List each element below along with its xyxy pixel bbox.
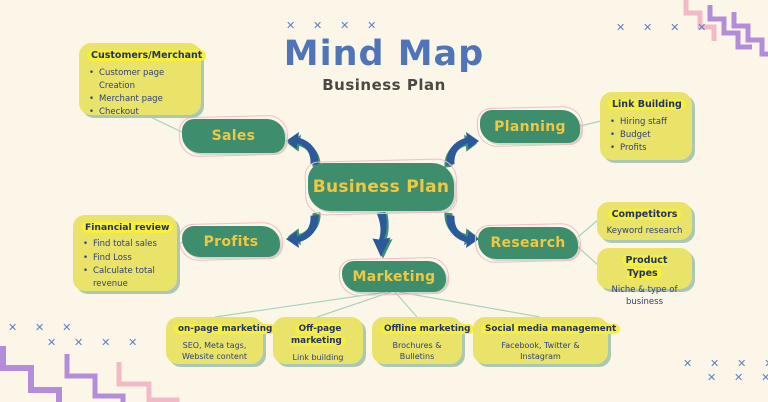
staircase-decoration-bottom-left xyxy=(0,346,180,402)
x-marks-bottom-left-2: ✕ ✕ ✕ ✕ xyxy=(47,336,145,349)
box-social-media-management[interactable]: Social media management Facebook, Twitte… xyxy=(473,317,621,364)
x-marks-top-right: ✕ ✕ ✕ ✕ xyxy=(616,21,714,34)
box-social-media-management-text: Facebook, Twitter & Instagram xyxy=(501,340,580,362)
box-competitors[interactable]: Competitors Keyword research xyxy=(597,202,692,240)
node-business-plan-label: Business Plan xyxy=(312,177,450,197)
node-profits-label: Profits xyxy=(203,233,259,250)
list-item: Merchant page xyxy=(99,93,193,106)
box-offline-marketing[interactable]: Offline marketing Brochures & Bulletins xyxy=(372,317,475,364)
arrow-to-marketing xyxy=(372,212,393,259)
box-product-types[interactable]: Product Types Niche & type of business xyxy=(597,248,692,307)
box-product-types-title: Product Types xyxy=(605,255,684,281)
node-planning-label: Planning xyxy=(494,118,566,135)
x-marks-bottom-left-1: ✕ ✕ ✕ xyxy=(8,321,79,334)
box-link-building[interactable]: Link Building Hiring staff Budget Profit… xyxy=(600,92,692,160)
list-item: Customer page Creation xyxy=(99,67,193,93)
box-financial-review-title: Financial review xyxy=(81,222,174,234)
arrow-to-planning xyxy=(444,132,479,168)
box-on-page-marketing[interactable]: on-page marketing SEO, Meta tags, Websit… xyxy=(166,317,277,364)
arrow-to-profits xyxy=(286,212,321,248)
node-sales[interactable]: Sales xyxy=(182,119,285,153)
list-item: Checkout xyxy=(99,106,193,119)
node-research-label: Research xyxy=(490,235,566,251)
box-off-page-marketing[interactable]: Off-page marketing Link building xyxy=(273,317,363,364)
node-marketing[interactable]: Marketing xyxy=(342,261,446,292)
staircase-decoration-top-right xyxy=(683,0,768,57)
box-on-page-marketing-title: on-page marketing xyxy=(174,324,277,336)
box-off-page-marketing-title: Off-page marketing xyxy=(281,324,355,348)
node-sales-label: Sales xyxy=(211,128,256,144)
box-offline-marketing-title: Offline marketing xyxy=(380,324,475,336)
box-competitors-title: Competitors xyxy=(605,209,684,222)
box-link-building-title: Link Building xyxy=(608,99,686,112)
box-customers-merchant[interactable]: Customers/Merchant Customer page Creatio… xyxy=(79,43,207,117)
list-item: Find total sales xyxy=(93,238,169,251)
x-marks-top-center: ✕ ✕ ✕ ✕ xyxy=(286,19,384,32)
box-offline-marketing-text: Brochures & Bulletins xyxy=(392,340,442,362)
list-item: Hiring staff xyxy=(620,116,684,129)
list-item: Find Loss xyxy=(93,252,169,265)
page-subtitle: Business Plan xyxy=(322,76,446,94)
box-competitors-text: Keyword research xyxy=(606,225,683,236)
box-financial-review-items: Find total sales Find Loss Calculate tot… xyxy=(83,238,169,291)
box-financial-review[interactable]: Financial review Find total sales Find L… xyxy=(73,215,177,291)
node-business-plan[interactable]: Business Plan xyxy=(308,163,454,211)
box-on-page-marketing-text: SEO, Meta tags, Website content xyxy=(181,340,248,362)
node-planning[interactable]: Planning xyxy=(480,110,580,143)
box-social-media-management-title: Social media management xyxy=(481,324,621,336)
box-link-building-items: Hiring staff Budget Profits xyxy=(610,116,684,156)
list-item: Calculate total revenue xyxy=(93,265,169,291)
box-customers-merchant-title: Customers/Merchant xyxy=(87,50,207,63)
arrow-to-research xyxy=(444,212,479,248)
node-marketing-label: Marketing xyxy=(352,268,436,285)
list-item: Budget xyxy=(620,129,684,142)
box-customers-merchant-items: Customer page Creation Merchant page Che… xyxy=(89,67,193,120)
box-product-types-text: Niche & type of business xyxy=(611,284,678,307)
x-marks-bottom-right-1: ✕ ✕ ✕ ✕ xyxy=(683,357,768,370)
arrow-to-sales xyxy=(286,132,321,168)
node-research[interactable]: Research xyxy=(478,227,578,259)
box-off-page-marketing-text: Link building xyxy=(292,352,344,362)
x-marks-bottom-right-2: ✕ ✕ ✕ ✕ xyxy=(707,371,768,384)
page-title: Mind Map xyxy=(283,34,485,74)
list-item: Profits xyxy=(620,142,684,155)
node-profits[interactable]: Profits xyxy=(182,226,280,257)
